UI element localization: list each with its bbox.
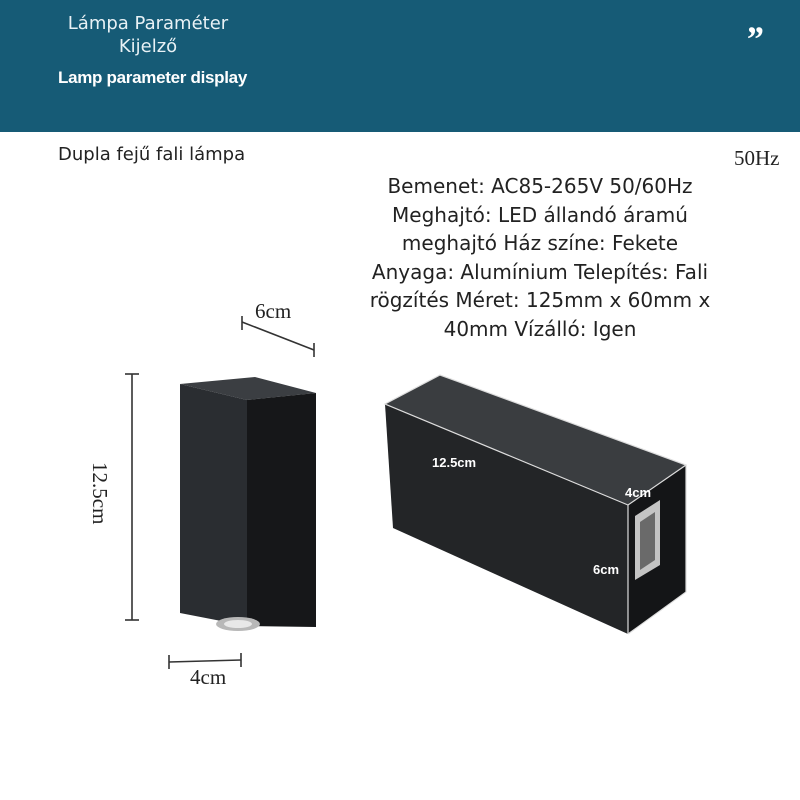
- right-width-label: 6cm: [593, 562, 619, 577]
- left-width-label: 6cm: [255, 299, 291, 323]
- left-lamp-front-face: [180, 384, 247, 626]
- right-lamp-illustration: [383, 374, 688, 635]
- right-depth-label: 4cm: [625, 485, 651, 500]
- banner-title: Lámpa Paraméter Kijelző: [67, 13, 229, 57]
- left-height-label: 12.5cm: [88, 462, 112, 524]
- spec-list: Bemenet: AC85-265V 50/60Hz Meghajtó: LED…: [369, 174, 711, 341]
- left-lamp-illustration: [180, 377, 316, 631]
- cropped-text-fragment: 50Hz: [734, 146, 780, 170]
- banner-subtitle: Lamp parameter display: [58, 68, 247, 87]
- product-name: Dupla fejű fali lámpa: [58, 144, 246, 165]
- right-lamp-top-face: [385, 375, 686, 505]
- header-banner: Lámpa Paraméter Kijelző Lamp parameter d…: [0, 0, 800, 132]
- left-depth-label: 4cm: [190, 665, 226, 689]
- right-length-label: 12.5cm: [432, 455, 476, 470]
- quote-icon: ”: [745, 19, 763, 59]
- right-lamp-front-face: [385, 404, 628, 634]
- left-lamp-side-face: [247, 393, 316, 627]
